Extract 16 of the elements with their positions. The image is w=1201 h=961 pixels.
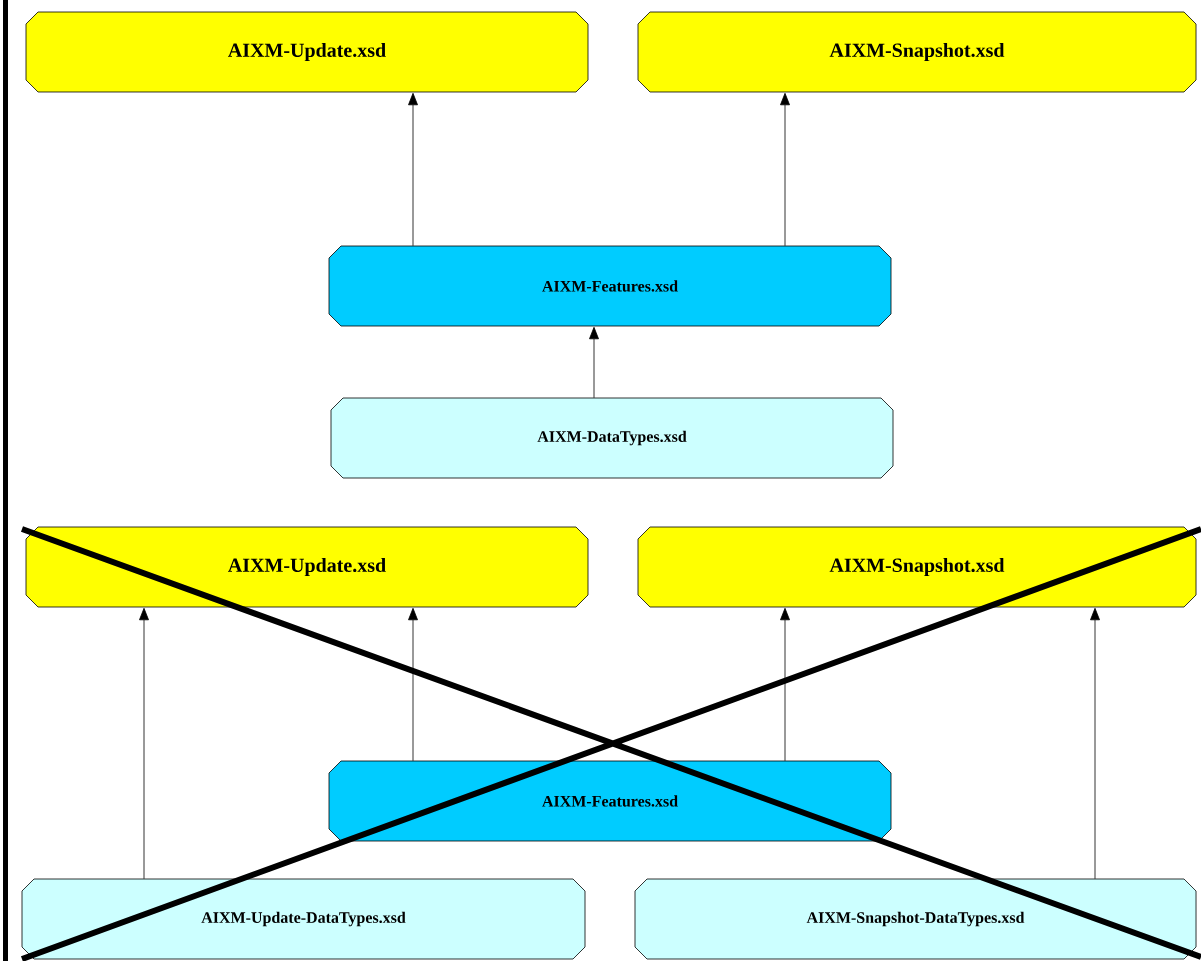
- file-box: AIXM-Snapshot.xsd: [637, 11, 1197, 93]
- file-box: AIXM-DataTypes.xsd: [330, 397, 894, 479]
- file-box: AIXM-Features.xsd: [328, 760, 892, 842]
- file-box: AIXM-Update.xsd: [25, 11, 589, 93]
- arrow: [408, 607, 418, 762]
- arrow: [589, 326, 599, 399]
- arrow: [780, 92, 790, 247]
- file-box: AIXM-Update-DataTypes.xsd: [21, 878, 586, 960]
- arrow: [139, 607, 149, 880]
- file-box: AIXM-Update.xsd: [25, 526, 589, 608]
- arrow: [408, 92, 418, 247]
- file-box: AIXM-Features.xsd: [328, 245, 892, 327]
- arrow: [780, 607, 790, 762]
- file-box: AIXM-Snapshot-DataTypes.xsd: [634, 878, 1197, 960]
- file-box: AIXM-Snapshot.xsd: [637, 526, 1197, 608]
- arrow: [1090, 607, 1100, 880]
